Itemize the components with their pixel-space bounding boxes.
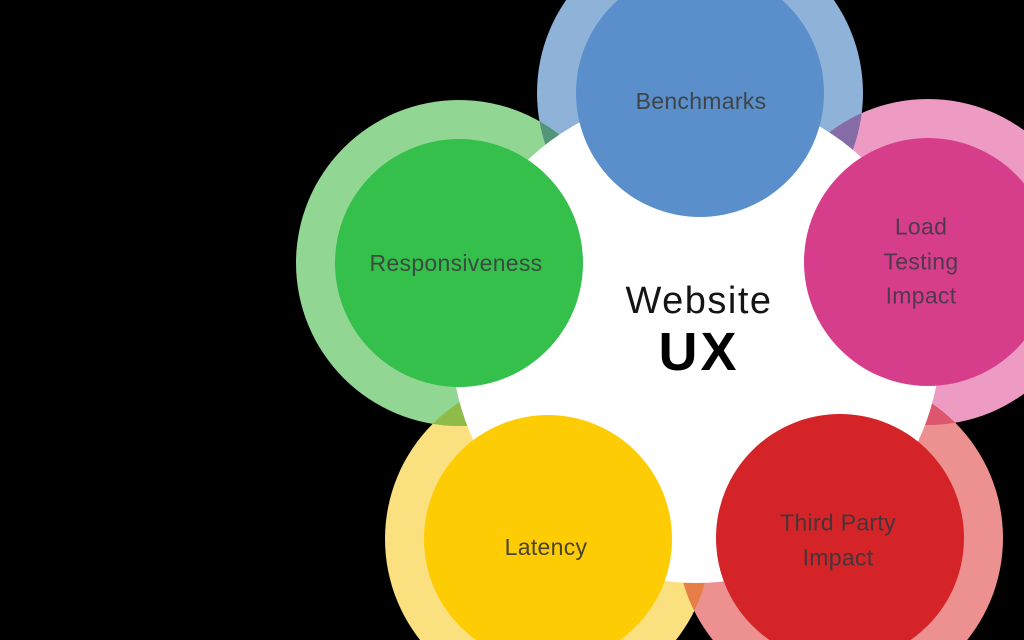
load-testing-label: Load Testing Impact	[883, 213, 959, 309]
load-testing-circle	[804, 138, 1024, 386]
center-title: Website UX	[625, 280, 772, 380]
responsiveness-circle	[335, 139, 583, 387]
benchmarks-circle	[576, 0, 824, 217]
third-party-circle	[716, 414, 964, 640]
third-party-label: Third Party Impact	[780, 509, 896, 571]
center-title-line2: UX	[658, 321, 740, 382]
latency-label: Latency	[504, 533, 588, 560]
center-title-line1: Website	[625, 279, 773, 322]
benchmarks-label: Benchmarks	[635, 87, 767, 114]
latency-circle	[424, 415, 672, 640]
responsiveness-label: Responsiveness	[369, 249, 543, 276]
